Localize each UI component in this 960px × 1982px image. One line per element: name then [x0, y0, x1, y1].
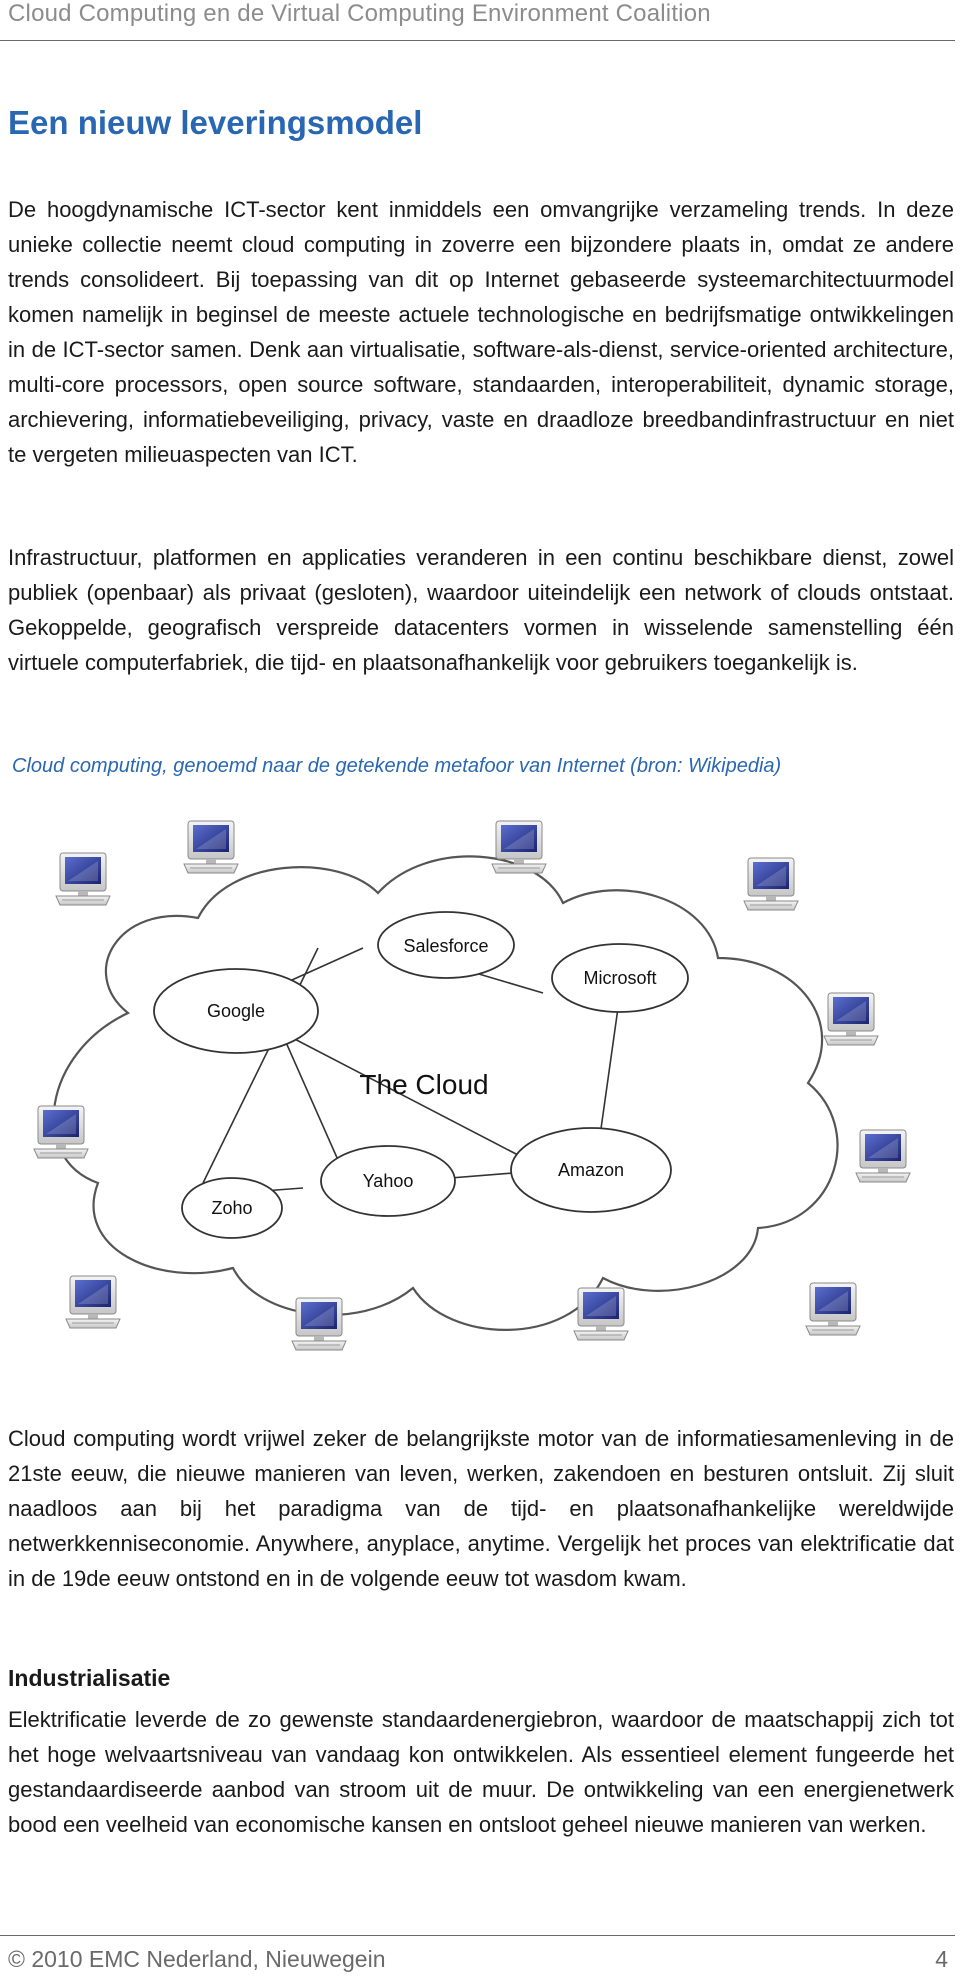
node-salesforce: Salesforce [377, 911, 515, 979]
cloud-diagram: Salesforce Microsoft Google Zoho Yahoo A… [18, 808, 918, 1368]
paragraph-motor: Cloud computing wordt vrijwel zeker de b… [8, 1426, 954, 1591]
page-title: Een nieuw leveringsmodel [8, 104, 423, 141]
paragraph-electrification: Elektrificatie leverde de zo gewenste st… [8, 1707, 954, 1837]
node-google: Google [153, 968, 319, 1054]
node-zoho: Zoho [181, 1177, 283, 1239]
svg-text:Microsoft: Microsoft [583, 968, 656, 988]
svg-text:Salesforce: Salesforce [403, 936, 488, 956]
node-microsoft: Microsoft [551, 943, 689, 1013]
node-amazon: Amazon [510, 1127, 672, 1213]
node-yahoo: Yahoo [320, 1145, 456, 1217]
footer-divider [0, 1935, 955, 1936]
cloud-diagram-svg: Salesforce Microsoft Google Zoho Yahoo A… [33, 820, 911, 1351]
subheading-industrialisatie: Industrialisatie [8, 1665, 171, 1691]
footer-copyright: © 2010 EMC Nederland, Nieuwegein [8, 1946, 386, 1972]
page-number: 4 [935, 1946, 948, 1972]
svg-text:Amazon: Amazon [558, 1160, 624, 1180]
svg-text:Zoho: Zoho [211, 1198, 252, 1218]
cloud-title: The Cloud [359, 1069, 488, 1100]
paragraph-intro: De hoogdynamische ICT-sector kent inmidd… [8, 197, 954, 467]
paragraph-infrastructure: Infrastructuur, platformen en applicatie… [8, 545, 954, 675]
svg-text:Google: Google [207, 1001, 265, 1021]
figure-caption: Cloud computing, genoemd naar de geteken… [12, 755, 782, 777]
header-divider [0, 40, 955, 41]
svg-text:Yahoo: Yahoo [363, 1171, 414, 1191]
running-header: Cloud Computing en de Virtual Computing … [8, 0, 711, 27]
